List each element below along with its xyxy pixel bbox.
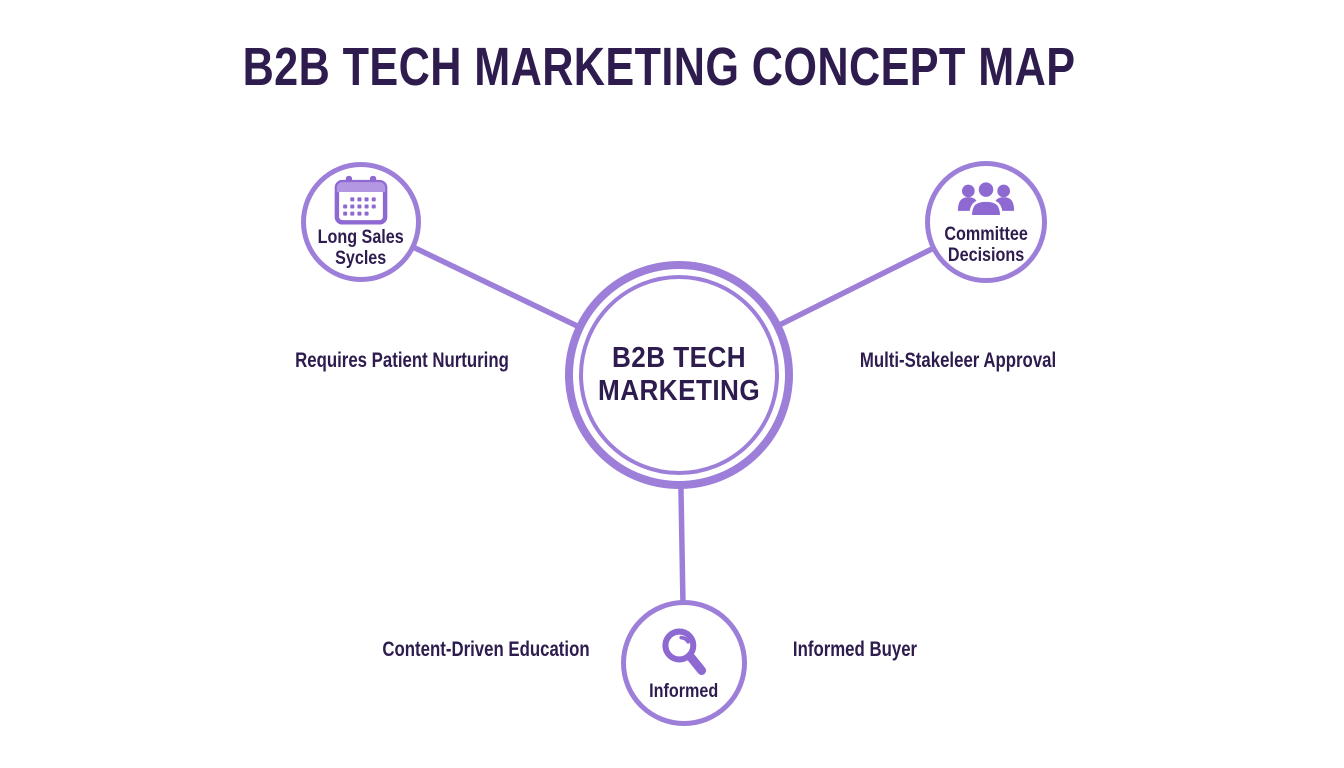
annotation-content-driven-education: Content-Driven Education (382, 638, 590, 661)
central-node-label: B2B TECH MARKETING (598, 342, 760, 409)
node-committee-decisions-label-line2: Decisions (947, 245, 1025, 266)
node-informed-label: Informed (649, 681, 718, 702)
node-informed-label-line1: Informed (649, 680, 719, 702)
magnifier-icon (662, 628, 707, 675)
node-informed: Informed (621, 600, 747, 726)
central-node-label-line1: B2B TECH (611, 341, 747, 374)
node-committee-decisions-label-line1: Committee (944, 223, 1028, 245)
people-icon (957, 179, 1015, 218)
annotation-multi-stakeholder-approval: Multi-Stakeleer Approval (859, 349, 1057, 372)
annotation-informed-buyer: Informed Buyer (792, 638, 918, 661)
node-long-sales-cycles-label-line2: Sycles (335, 248, 387, 269)
central-node-inner-ring: B2B TECH MARKETING (579, 275, 779, 475)
node-long-sales-cycles-label-line1: Long Sales (317, 226, 405, 248)
node-long-sales-cycles-label: Long Sales Sycles (318, 227, 404, 270)
calendar-icon (334, 175, 388, 225)
node-committee-decisions: Committee Decisions (925, 161, 1047, 283)
node-committee-decisions-label: Committee Decisions (944, 224, 1027, 267)
annotation-requires-patient-nurturing: Requires Patient Nurturing (295, 349, 509, 372)
central-node: B2B TECH MARKETING (565, 261, 793, 489)
node-long-sales-cycles: Long Sales Sycles (301, 162, 421, 282)
page-title: B2B TECH MARKETING CONCEPT MAP (242, 37, 1076, 97)
central-node-label-line2: MARKETING (597, 375, 761, 407)
